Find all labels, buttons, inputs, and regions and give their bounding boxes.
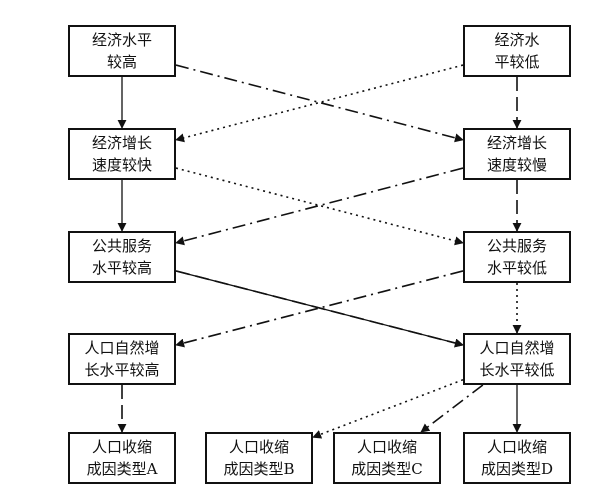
node-line-2: 成因类型D: [480, 460, 554, 478]
edge-dotted-econ_low-to-growth_fast: [175, 64, 464, 143]
node-economy-level-low: 经济水 平较低: [463, 25, 571, 77]
node-line-2: 平较低: [494, 53, 540, 71]
node-line-2: 水平较高: [91, 259, 152, 277]
node-public-service-high: 公共服务 水平较高: [68, 231, 176, 283]
node-population-growth-low: 人口自然增 长水平较低: [463, 333, 571, 385]
node-line-1: 人口自然增: [479, 339, 555, 357]
node-line-2: 水平较低: [486, 259, 547, 277]
node-line-2: 速度较慢: [486, 156, 547, 174]
node-line-1: 公共服务: [486, 237, 547, 255]
node-line-2: 成因类型C: [351, 460, 423, 478]
edge-dotted-growth_fast-to-service_low: [175, 167, 464, 246]
edge-dotted-pop_low-to-type_b: [312, 378, 464, 439]
node-shrinkage-type-d: 人口收缩 成因类型D: [463, 432, 571, 484]
node-line-2: 速度较快: [91, 156, 152, 174]
node-line-1: 经济水: [494, 31, 540, 49]
node-line-2: 较高: [106, 53, 137, 71]
node-line-1: 人口自然增: [84, 339, 160, 357]
node-line-2: 长水平较低: [479, 361, 555, 379]
node-line-2: 成因类型B: [223, 460, 295, 478]
node-line-1: 经济水平: [91, 31, 152, 49]
node-line-1: 经济增长: [91, 134, 152, 152]
edge-dashed-service_high-to-pop_low: [175, 270, 464, 348]
node-line-1: 公共服务: [91, 237, 152, 255]
node-growth-slow: 经济增长 速度较慢: [463, 128, 571, 180]
node-line-2: 长水平较高: [84, 361, 160, 379]
node-line-2: 成因类型A: [86, 460, 158, 478]
node-economy-level-high: 经济水平 较高: [68, 25, 176, 77]
node-population-growth-high: 人口自然增 长水平较高: [68, 333, 176, 385]
node-shrinkage-type-a: 人口收缩 成因类型A: [68, 432, 176, 484]
diagram-edges: [117, 64, 522, 439]
node-growth-fast: 经济增长 速度较快: [68, 128, 176, 180]
node-shrinkage-type-c: 人口收缩 成因类型C: [333, 432, 441, 484]
node-line-1: 人口收缩: [91, 438, 152, 456]
node-shrinkage-type-b: 人口收缩 成因类型B: [205, 432, 313, 484]
node-line-1: 经济增长: [486, 134, 547, 152]
node-line-1: 人口收缩: [486, 438, 547, 456]
node-line-1: 人口收缩: [228, 438, 289, 456]
node-line-1: 人口收缩: [356, 438, 417, 456]
edge-dashdot-pop_low-to-type_c: [420, 384, 484, 433]
node-public-service-low: 公共服务 水平较低: [463, 231, 571, 283]
